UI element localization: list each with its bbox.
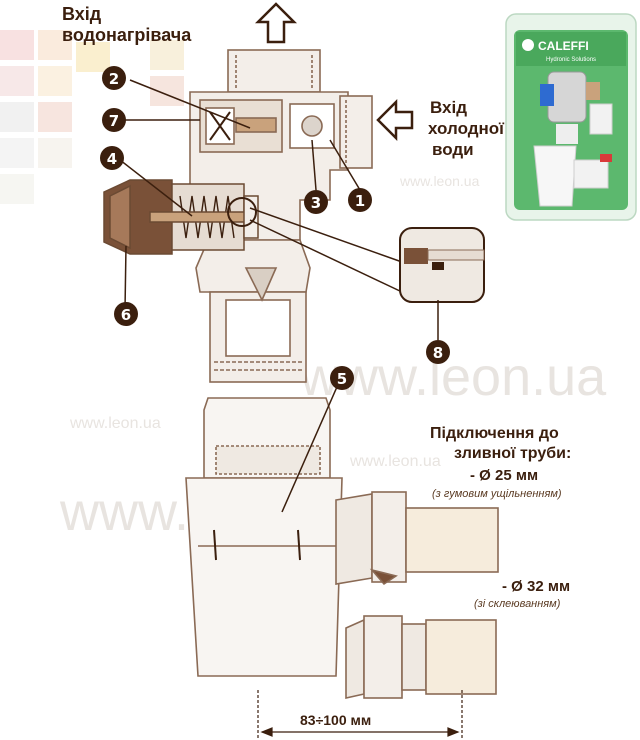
callout-7: 7 — [102, 108, 126, 132]
mosaic-background — [0, 30, 184, 204]
cold-inlet-label: Вхід холодної води — [428, 97, 504, 160]
svg-text:www.leon.ua: www.leon.ua — [349, 453, 441, 470]
callout-2: 2 — [102, 66, 126, 90]
svg-text:www.leon.ua: www.leon.ua — [399, 173, 480, 189]
callout-8: 8 — [426, 340, 450, 364]
svg-text:8: 8 — [433, 344, 443, 362]
svg-text:4: 4 — [107, 150, 117, 168]
dimension-line — [257, 690, 463, 738]
cold-inlet-line-2: холодної — [428, 119, 504, 138]
svg-text:6: 6 — [121, 306, 131, 324]
svg-text:www.leon.ua: www.leon.ua — [69, 415, 161, 432]
svg-text:1: 1 — [355, 192, 365, 210]
pipe-25-note: (з гумовим ущільненням) — [432, 488, 562, 500]
connection-title: Підключення до зливної труби: — [430, 424, 571, 464]
callout-4: 4 — [100, 146, 124, 170]
callout-6: 6 — [114, 302, 138, 326]
connection-title-line-2: зливної труби: — [454, 445, 572, 462]
svg-text:CALEFFI: CALEFFI — [538, 39, 589, 53]
cold-inlet-line-3: води — [432, 140, 474, 159]
dimension-label: 83÷100 мм — [300, 712, 372, 728]
connection-title-line-1: Підключення до — [430, 425, 559, 442]
svg-text:2: 2 — [109, 70, 119, 88]
callout-3: 3 — [304, 190, 328, 214]
hot-inlet-line-1: Вхід — [62, 4, 102, 24]
caleffi-logo-icon — [522, 39, 534, 51]
callout-5: 5 — [330, 366, 354, 390]
svg-text:7: 7 — [109, 112, 119, 130]
pipe-25-label: - Ø 25 мм — [470, 467, 539, 484]
svg-text:3: 3 — [311, 194, 321, 212]
svg-text:Hydronic Solutions: Hydronic Solutions — [546, 57, 596, 63]
pipe-32-label: - Ø 32 мм — [502, 578, 571, 595]
detail-zoom — [227, 197, 485, 340]
callouts: 1 2 3 4 5 6 7 8 — [100, 66, 450, 513]
hot-inlet-line-2: водонагрівача — [62, 25, 192, 45]
safety-valve — [103, 179, 259, 255]
pipe-32-note: (зі склеюванням) — [474, 598, 561, 610]
cold-inlet-line-1: Вхід — [430, 98, 468, 117]
arrow-left-icon — [376, 98, 414, 142]
svg-text:5: 5 — [337, 370, 347, 388]
arrow-up-icon — [254, 2, 298, 44]
siphon-funnel — [185, 397, 499, 699]
hot-inlet-label: Вхід водонагрівача — [62, 4, 191, 46]
product-package: CALEFFI Hydronic Solutions — [505, 13, 637, 221]
callout-1: 1 — [348, 188, 372, 212]
